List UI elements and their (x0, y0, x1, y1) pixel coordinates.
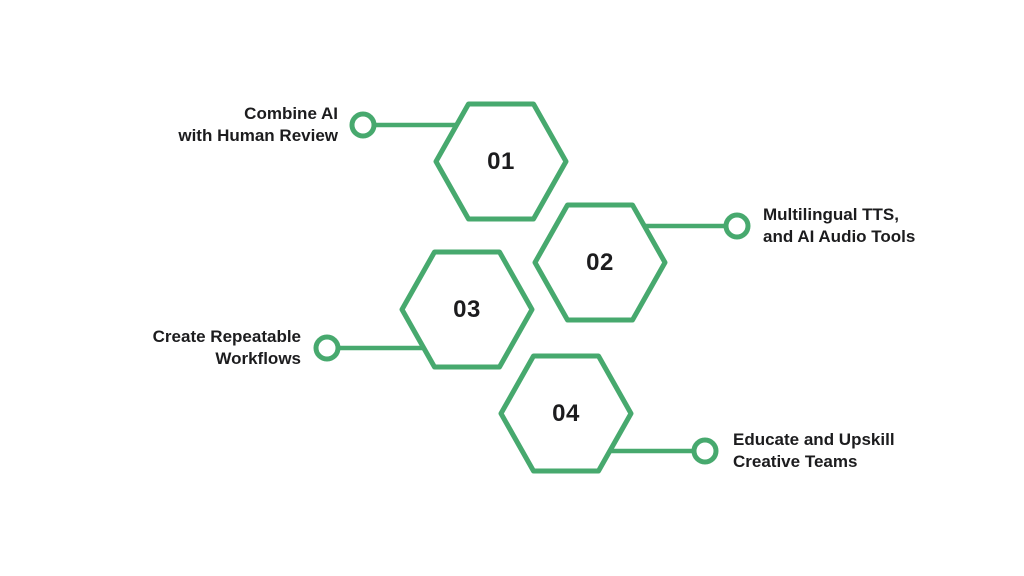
hexagon-04 (498, 353, 634, 474)
step-label-02: Multilingual TTS, and AI Audio Tools (763, 204, 915, 248)
step-label-02-line1: Multilingual TTS, (763, 205, 899, 224)
step-label-01-line2: with Human Review (178, 126, 338, 145)
hexagon-03 (399, 249, 535, 370)
step-number-01: 01 (436, 104, 566, 219)
step-label-01-line1: Combine AI (244, 104, 338, 123)
connector-ring-icon-04 (691, 437, 719, 465)
connector-ring-icon-03 (313, 334, 341, 362)
step-number-01-text: 01 (487, 147, 515, 175)
step-number-02: 02 (535, 205, 665, 320)
step-label-04: Educate and Upskill Creative Teams (733, 429, 895, 473)
step-label-03: Create Repeatable Workflows (153, 326, 301, 370)
step-number-03-text: 03 (453, 295, 481, 323)
step-label-01: Combine AI with Human Review (178, 103, 338, 147)
step-number-03: 03 (402, 252, 532, 367)
step-label-04-line1: Educate and Upskill (733, 430, 895, 449)
step-number-02-text: 02 (586, 248, 614, 276)
hexagon-01 (433, 101, 569, 222)
step-label-02-line2: and AI Audio Tools (763, 227, 916, 246)
step-label-03-line1: Create Repeatable (152, 327, 301, 346)
connector-ring-icon-02 (723, 212, 751, 240)
step-number-04-text: 04 (552, 399, 580, 427)
step-label-03-line2: Workflows (215, 349, 301, 368)
step-number-04: 04 (501, 356, 631, 471)
connector-ring-icon-01 (349, 111, 377, 139)
step-label-04-line2: Creative Teams (733, 452, 858, 471)
hexagon-02 (532, 202, 668, 323)
